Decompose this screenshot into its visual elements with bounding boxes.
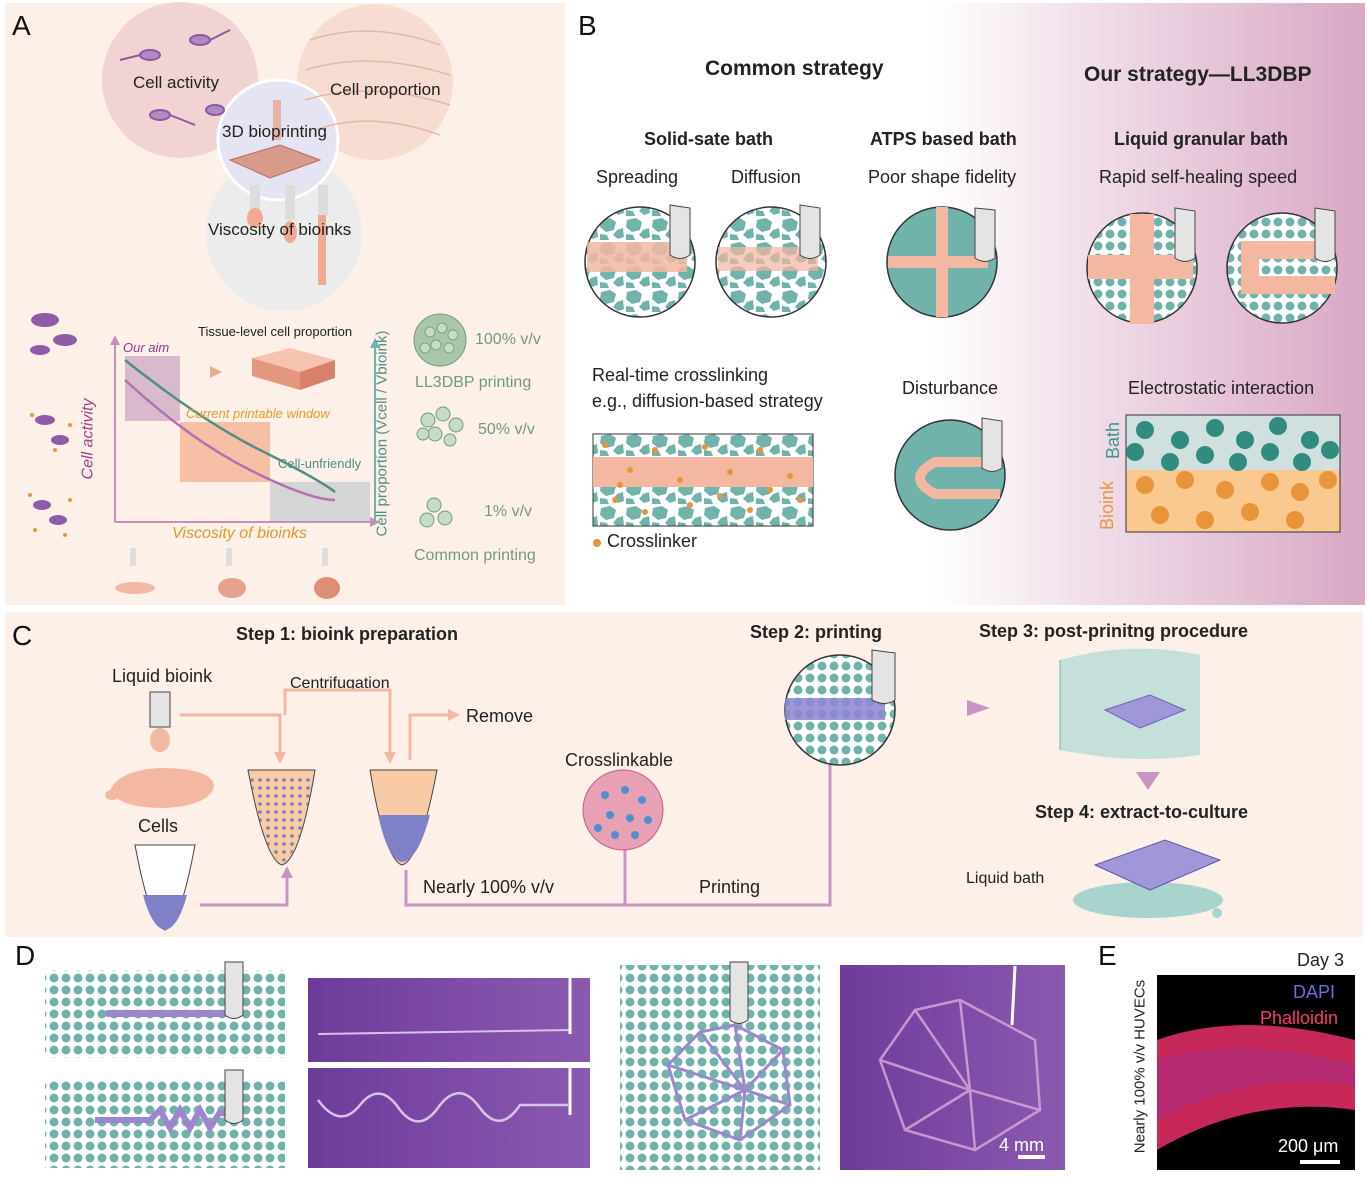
printing-label: Printing bbox=[699, 877, 761, 897]
polyhedron-photo bbox=[840, 965, 1065, 1170]
crosslinkable-sphere-icon bbox=[582, 769, 664, 851]
drops-bottom-icon bbox=[115, 548, 340, 599]
rapid-healing-label: Rapid self-healing speed bbox=[1099, 167, 1298, 187]
centrifuged-tube-icon bbox=[369, 769, 438, 866]
disturbance-label: Disturbance bbox=[902, 378, 999, 398]
atps-circle bbox=[886, 206, 998, 318]
step2-title: Step 2: printing bbox=[750, 622, 882, 642]
spreading-label: Spreading bbox=[596, 167, 679, 187]
polyhedron-shape bbox=[666, 1023, 792, 1142]
remove-label: Remove bbox=[466, 706, 534, 726]
solid-bath-heading: Solid-sate bath bbox=[644, 129, 774, 149]
crosslinker-dot-legend bbox=[593, 539, 601, 547]
step2-printing-circle bbox=[784, 649, 896, 766]
electrostatic-label: Electrostatic interaction bbox=[1128, 378, 1315, 398]
ll3dbp-printing-label: LL3DBP printing bbox=[415, 374, 532, 391]
spheroid-50 bbox=[416, 406, 464, 447]
centrifugation-label: Centrifugation bbox=[290, 675, 390, 692]
bioink-nozzle-icon bbox=[105, 691, 214, 808]
diffusion-label: Diffusion bbox=[731, 167, 801, 187]
our-strategy-title: Our strategy—LL3DBP bbox=[1084, 63, 1312, 86]
cell-activity-label: Cell activity bbox=[133, 73, 219, 92]
tissue-level-label: Tissue-level cell proportion bbox=[198, 324, 353, 339]
huvecs-side-label: Nearly 100% v/v HUVECs bbox=[1131, 979, 1149, 1154]
realtime-label-2: e.g., diffusion-based strategy bbox=[592, 391, 823, 411]
p50-label: 50% v/v bbox=[478, 421, 535, 438]
cell-unfriendly-region bbox=[270, 482, 370, 522]
dapi-label: DAPI bbox=[1293, 982, 1336, 1002]
mixed-tube-icon bbox=[247, 769, 316, 866]
bioprinting-label: 3D bioprinting bbox=[222, 122, 327, 141]
culture-scaffold-icon bbox=[1073, 839, 1223, 918]
cells-decor-icon bbox=[119, 29, 231, 126]
cell-proportion-label: Cell proportion bbox=[330, 80, 441, 99]
cell-icons-left bbox=[28, 313, 77, 537]
cell-activity-circle bbox=[102, 2, 258, 158]
panel-b-letter: B bbox=[578, 10, 597, 41]
step1-title: Step 1: bioink preparation bbox=[236, 624, 459, 644]
granular-circle-cross bbox=[1086, 207, 1198, 324]
x-axis-label: Viscosity of bioinks bbox=[172, 525, 307, 542]
liquid-bath-label: Liquid bath bbox=[966, 870, 1045, 887]
spreading-circle bbox=[584, 204, 696, 318]
viscosity-label: Viscosity of bioinks bbox=[208, 220, 352, 239]
disturbance-circle bbox=[894, 417, 1006, 531]
panel-e-letter: E bbox=[1098, 940, 1117, 971]
phalloidin-label: Phalloidin bbox=[1260, 1008, 1339, 1028]
scale-label-d: 4 mm bbox=[999, 1135, 1044, 1155]
scale-label-e: 200 μm bbox=[1278, 1136, 1339, 1156]
panel-c-letter: C bbox=[12, 620, 33, 651]
step3-title: Step 3: post-prinitng procedure bbox=[979, 621, 1249, 641]
cells-label: Cells bbox=[138, 816, 179, 836]
cells-tube-icon bbox=[134, 844, 196, 931]
common-printing-label: Common printing bbox=[414, 547, 536, 564]
p1-label: 1% v/v bbox=[484, 503, 533, 520]
current-window-label: Current printable window bbox=[186, 406, 330, 421]
crosslinking-box bbox=[592, 433, 814, 547]
post-printing-box-icon bbox=[1059, 648, 1200, 759]
spheroid-1 bbox=[419, 497, 453, 528]
common-strategy-title: Common strategy bbox=[705, 57, 884, 80]
flow-arrows-purple bbox=[200, 740, 832, 907]
curve-purple bbox=[124, 379, 336, 502]
printed-grid-icon bbox=[228, 100, 322, 179]
atps-bath-heading: ATPS based bath bbox=[870, 129, 1017, 149]
nozzle-drops-icon bbox=[247, 185, 328, 285]
diffusion-circle bbox=[715, 204, 827, 318]
liquid-granular-heading: Liquid granular bath bbox=[1114, 129, 1288, 149]
our-aim-label: Our aim bbox=[123, 340, 170, 355]
crosslinkable-label: Crosslinkable bbox=[565, 750, 674, 770]
cell-unfriendly-label: Cell-unfriendly bbox=[278, 456, 362, 471]
flow-arrows-salmon bbox=[180, 688, 450, 760]
curve-teal bbox=[124, 359, 336, 493]
step4-title: Step 4: extract-to-culture bbox=[1035, 802, 1249, 822]
electrostatic-box bbox=[1125, 414, 1341, 533]
granular-circle-ushape bbox=[1226, 207, 1338, 324]
wave-line-photo bbox=[308, 1068, 590, 1168]
realtime-label-1: Real-time crosslinking bbox=[592, 365, 769, 385]
panel-d-letter: D bbox=[15, 940, 36, 971]
poor-fidelity-label: Poor shape fidelity bbox=[868, 167, 1017, 187]
panel-a-letter: A bbox=[12, 10, 31, 41]
tissue-decor-icon bbox=[304, 30, 451, 136]
p100-label: 100% v/v bbox=[475, 331, 541, 348]
liquid-bioink-label: Liquid bioink bbox=[112, 666, 213, 686]
nearly100-label: Nearly 100% v/v bbox=[423, 877, 555, 897]
day-label: Day 3 bbox=[1297, 950, 1345, 970]
crosslinker-label: Crosslinker bbox=[607, 531, 698, 551]
straight-line-photo bbox=[308, 978, 590, 1062]
